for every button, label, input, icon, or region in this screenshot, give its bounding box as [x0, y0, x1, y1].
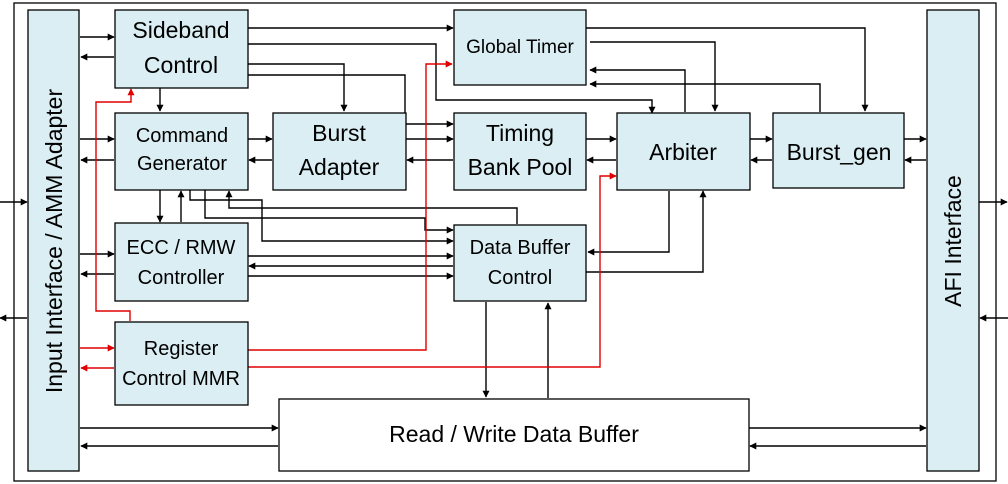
rw-buffer-rect [278, 398, 750, 472]
rw-buffer-label: Read / Write Data Buffer [389, 421, 639, 447]
input-interface-rect [27, 9, 80, 472]
command-label-line1: Command [136, 125, 228, 147]
burst-adapter-block: Burst Adapter [272, 112, 407, 191]
command-generator-block: Command Generator [114, 112, 249, 191]
wire-timer-to-burstgen [586, 27, 869, 112]
wire-timer-to-arbiter [590, 41, 719, 112]
timing-label-line1: Timing [486, 120, 554, 146]
burst-gen-label: Burst_gen [787, 139, 892, 165]
global-timer-block: Global Timer [453, 9, 587, 86]
global-timer-rect [453, 9, 587, 86]
register-label-line2: Control MMR [122, 368, 240, 390]
wire-command-to-dbc [204, 190, 454, 234]
wire-dbc-to-arbiter [586, 190, 707, 273]
sideband-label-line1: Sideband [132, 17, 229, 43]
ecc-label-line1: ECC / RMW [127, 237, 236, 259]
sideband-label-line2: Control [144, 52, 218, 78]
register-label-line1: Register [144, 338, 219, 360]
read-write-data-buffer-block: Read / Write Data Buffer [278, 398, 750, 472]
data-buffer-control-block: Data Buffer Control [453, 224, 587, 302]
register-control-paths [80, 60, 617, 372]
wire-arbiter-to-timer [589, 66, 686, 112]
timing-label-line2: Bank Pool [468, 154, 573, 180]
ecc-rmw-rect [114, 222, 249, 302]
wire-sideband-to-burstadapter [248, 63, 348, 112]
dbc-label-line1: Data Buffer [470, 237, 571, 259]
burst-gen-block: Burst_gen [772, 112, 905, 189]
burst-adapter-rect [272, 112, 407, 191]
dbc-label-line2: Control [488, 267, 552, 289]
ecc-label-line2: Controller [138, 267, 225, 289]
data-buffer-control-rect [453, 224, 587, 302]
burst-gen-rect [772, 112, 905, 189]
arbiter-label: Arbiter [649, 139, 717, 165]
controller-boundary [13, 2, 997, 482]
command-generator-rect [114, 112, 249, 191]
afi-interface-rect [926, 9, 980, 472]
burst-adapter-label-line2: Adapter [299, 154, 380, 180]
arbiter-rect [616, 112, 751, 191]
wire-arbiter-to-dbc [587, 191, 670, 256]
external-ports [0, 198, 1008, 322]
wire-burstgen-to-timer [589, 80, 821, 112]
sideband-control-block: Sideband Control [114, 9, 249, 89]
signal-wires [80, 24, 927, 450]
arbiter-block: Arbiter [616, 112, 751, 191]
burst-adapter-label-line1: Burst [312, 120, 366, 146]
timing-bank-pool-block: Timing Bank Pool [453, 112, 587, 191]
global-timer-label: Global Timer [466, 37, 574, 58]
wire-dbc-to-command [225, 190, 518, 224]
red-register-to-timer [248, 60, 453, 351]
afi-interface-label: AFI Interface [940, 175, 966, 307]
register-control-rect [114, 321, 249, 406]
red-register-to-arbiter [248, 172, 617, 368]
input-interface-block: Input Interface / AMM Adapter [27, 9, 80, 472]
command-label-line2: Generator [137, 153, 227, 175]
wire-command-to-dbc-2 [189, 190, 454, 245]
wire-sideband-to-timing [248, 74, 454, 128]
red-register-to-sideband [95, 88, 135, 321]
sideband-control-rect [114, 9, 249, 89]
input-interface-label: Input Interface / AMM Adapter [41, 89, 67, 394]
timing-bank-pool-rect [453, 112, 587, 191]
afi-interface-block: AFI Interface [926, 9, 980, 472]
ecc-rmw-controller-block: ECC / RMW Controller [114, 222, 249, 302]
register-control-mmr-block: Register Control MMR [114, 321, 249, 406]
wire-sideband-to-arbiter [248, 43, 656, 114]
